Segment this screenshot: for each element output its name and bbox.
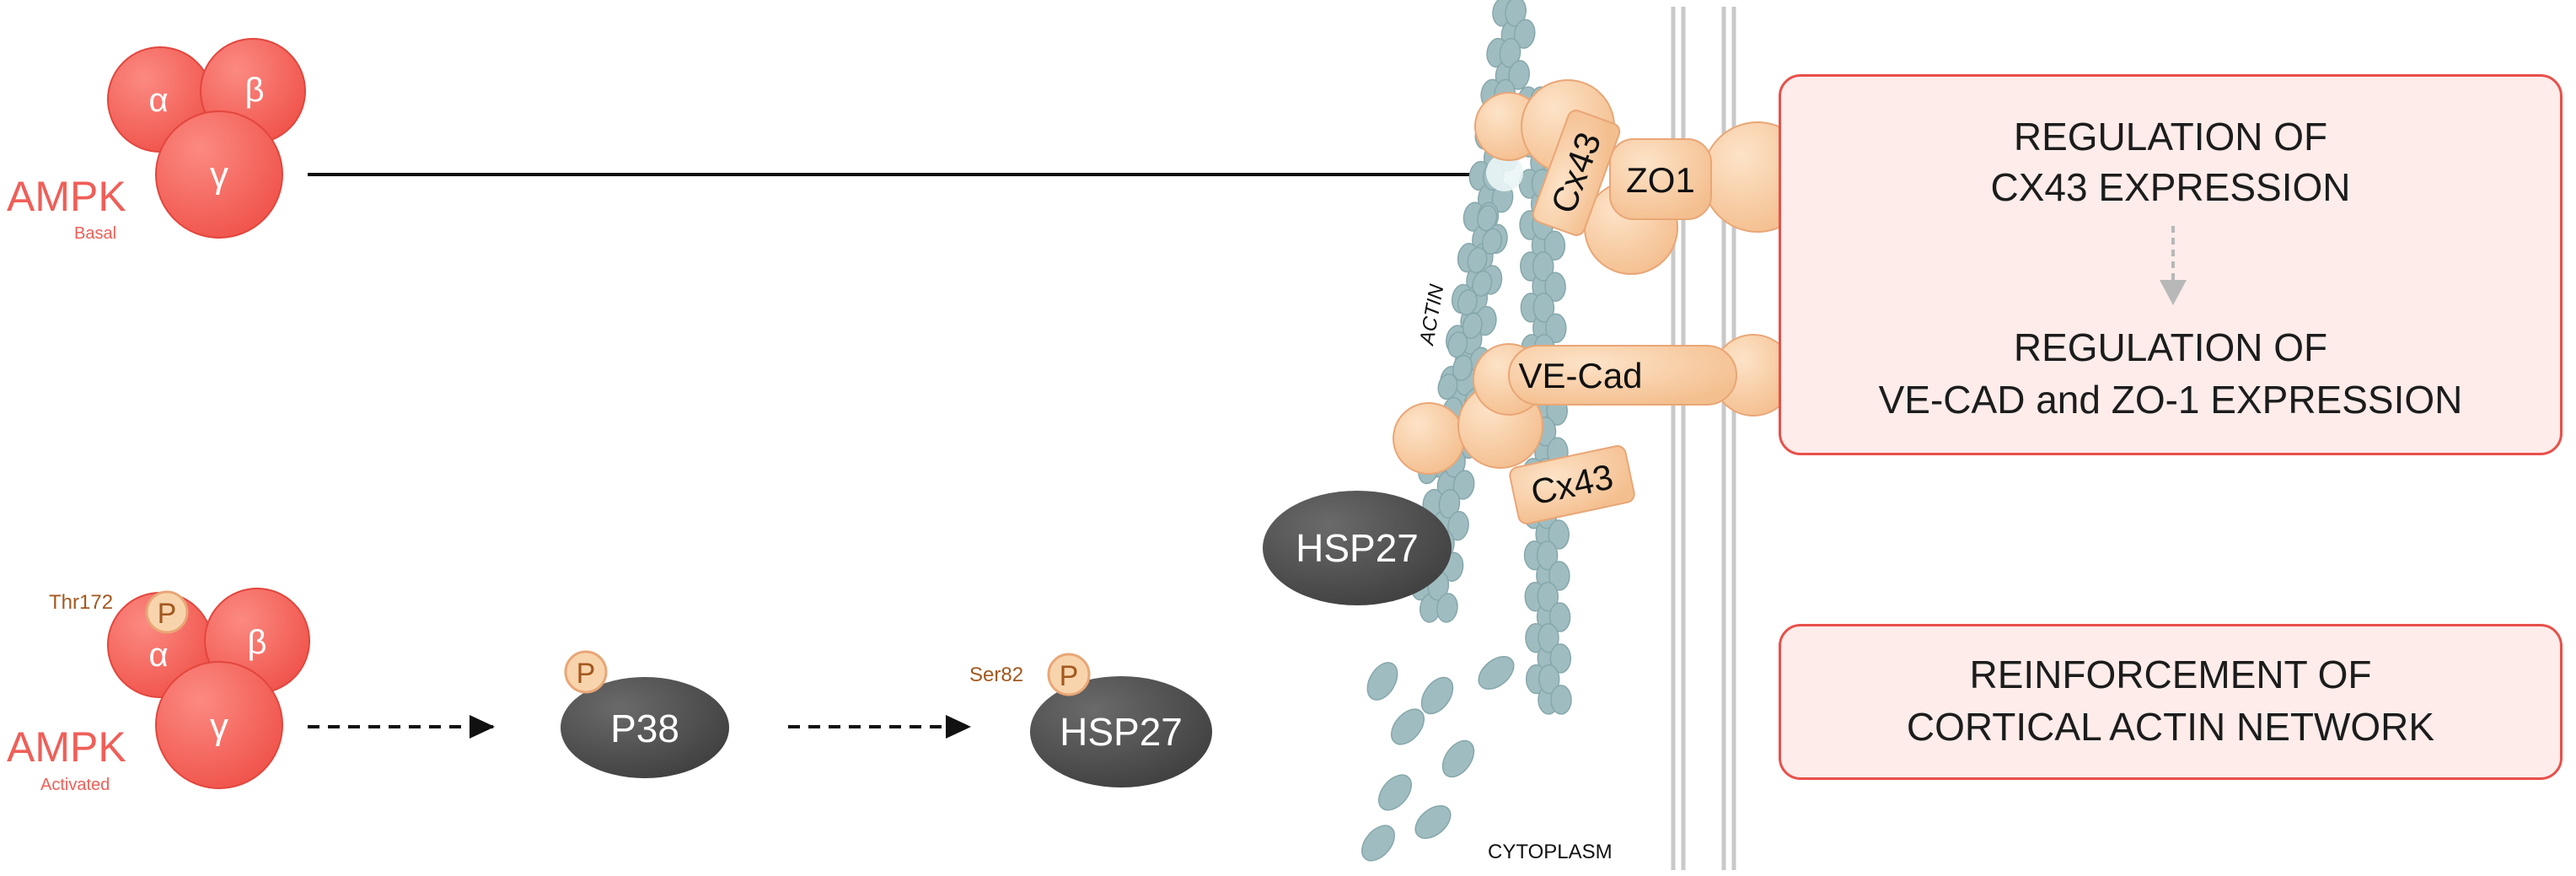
actin-monomer [1549,643,1572,674]
actin-monomer [1414,805,1452,839]
ampk-activated-state: Activated [40,776,110,794]
actin-monomer [1467,247,1488,274]
actin-monomer [1548,519,1570,550]
box2-line2: CORTICAL ACTIN NETWORK [1906,705,2435,749]
actin-monomer [1477,205,1498,232]
phospho-label: P [158,598,177,630]
alpha-label: α [148,637,168,674]
actin-monomer [1544,271,1566,302]
actin-monomer [1447,331,1468,358]
actin-monomer [1447,511,1469,541]
ampk-basal-label: AMPK [7,173,126,220]
phospho-icon [564,650,608,694]
hsp27-cytosolic-protein: HSP27 P Ser82 [969,653,1212,787]
beta-label: β [247,624,266,661]
hsp27-label: HSP27 [1060,710,1183,754]
ampk-basal-state: Basal [74,224,116,243]
ampk-activated-label: AMPK [7,723,126,771]
actin-monomer [1538,664,1560,695]
actin-monomer [1482,228,1502,255]
interaction-glow [1486,154,1523,191]
ampk-basal-complex: α β γ AMPK Basal [7,38,306,243]
actin-monomer [1462,312,1483,339]
actin-monomer [1437,374,1458,400]
box1-line1: REGULATION OF [2013,115,2328,159]
box2-line1: REINFORCEMENT OF [1969,653,2372,696]
phospho-icon [145,590,189,634]
p38-label: P38 [610,707,679,750]
phospho-label: P [577,658,596,690]
box1-line2: CX43 EXPRESSION [1990,165,2351,209]
actin-monomer [1420,676,1454,715]
alpha-label: α [148,82,168,119]
zo1-label: ZO1 [1626,160,1695,200]
actin-monomer [1457,289,1478,316]
actin-monomer [1452,470,1475,500]
ampk-gamma-subunit [155,661,283,789]
zo1-protein [1609,138,1712,220]
gamma-label: γ [210,154,228,196]
actin-monomer [1366,662,1398,701]
beta-label: β [244,72,264,109]
actin-monomer [1548,561,1570,591]
actin-monomer [1452,354,1473,381]
vecad-protein [1508,345,1737,406]
down-arrow-icon [2160,226,2187,305]
actin-monomer [1543,230,1566,261]
actin-monomer [1499,38,1521,68]
actin-label: ACTIN [1415,282,1449,348]
outcome-box-junction: REGULATION OF CX43 EXPRESSION REGULATION… [1779,74,2563,455]
actin-monomer [1505,0,1527,27]
thr172-site-label: Thr172 [49,591,113,614]
box1-line3: REGULATION OF [2013,325,2328,369]
ampk-activated-complex: α β γ P Thr172 AMPK Activated [7,588,310,794]
actin-monomer [1441,739,1475,778]
actin-monomer [1478,656,1515,690]
actin-monomer [1378,774,1412,811]
p38-protein: P38 P [561,650,729,778]
cx43-bottom-protein: Cx43 [1509,445,1635,524]
outcome-box-actin: REINFORCEMENT OF CORTICAL ACTIN NETWORK [1779,624,2563,780]
actin-monomer [1436,593,1458,623]
cytoplasm-label: CYTOPLASM [1488,841,1613,863]
ser82-site-label: Ser82 [969,664,1023,686]
actin-monomer [1537,581,1559,612]
actin-monomer [1532,251,1554,282]
phospho-icon [1047,653,1091,696]
actin-monomer [1391,708,1425,745]
actin-monomer [1536,540,1559,571]
gamma-label: γ [210,706,228,747]
actin-monomer [1361,825,1395,862]
actin-monomer [1532,293,1555,323]
actin-monomer [1538,622,1559,653]
phospho-label: P [1060,660,1079,692]
actin-monomer [1548,602,1571,632]
actin-monomer [1513,19,1536,49]
actin-monomer [1545,313,1567,343]
junction-complex-middle: VE-Cad Cx43 [1393,334,1795,524]
actin-monomer [1472,270,1493,297]
vecad-label: VE-Cad [1518,356,1642,395]
actin-monomer [1508,60,1530,90]
box1-line4: VE-CAD and ZO-1 EXPRESSION [1878,378,2463,422]
actin-monomer [1438,488,1461,519]
ampk-gamma-subunit [155,110,283,239]
actin-monomer [1550,685,1572,715]
hsp27-membrane-protein: HSP27 [1263,491,1452,605]
hsp27-label: HSP27 [1296,526,1419,570]
